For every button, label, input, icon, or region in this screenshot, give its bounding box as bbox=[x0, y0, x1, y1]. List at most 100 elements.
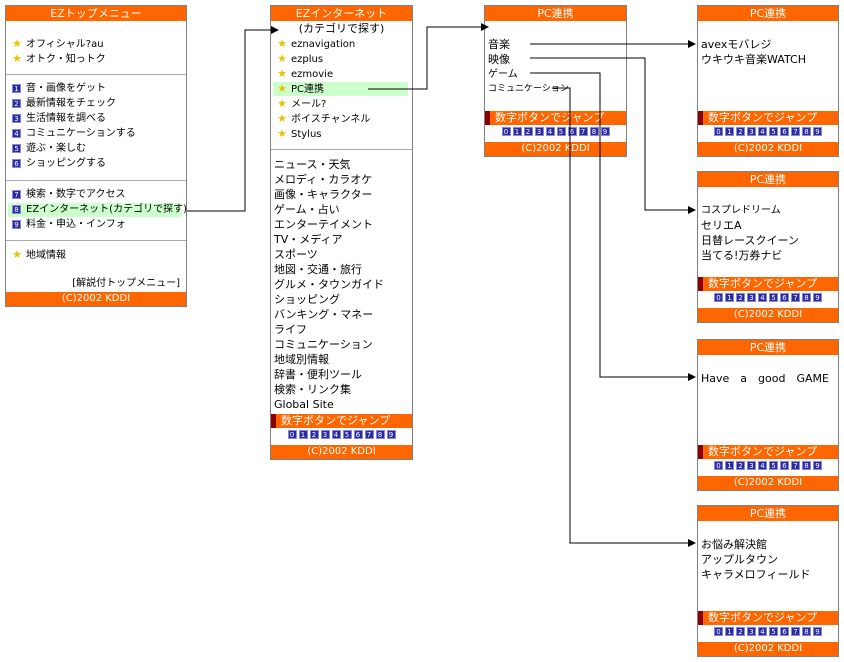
keypad-key-2[interactable]: 2 bbox=[736, 627, 745, 636]
keypad-key-5[interactable]: 5 bbox=[769, 461, 778, 470]
category-item[interactable]: エンターテイメント bbox=[274, 218, 373, 231]
menu-item-otoku[interactable]: ★オトク・知っトク bbox=[12, 52, 106, 65]
keypad-key-0[interactable]: 0 bbox=[287, 430, 297, 439]
category-item[interactable]: スポーツ bbox=[274, 248, 318, 261]
keypad-key-5[interactable]: 5 bbox=[769, 127, 778, 136]
keypad-key-6[interactable]: 6 bbox=[780, 461, 789, 470]
link-caramelo-field[interactable]: キャラメロフィールド bbox=[701, 568, 811, 581]
keypad-key-4[interactable]: 4 bbox=[758, 627, 767, 636]
keypad-key-5[interactable]: 5 bbox=[769, 627, 778, 636]
keypad-key-9[interactable]: 9 bbox=[386, 430, 396, 439]
keypad-key-2[interactable]: 2 bbox=[736, 461, 745, 470]
menu-item-music[interactable]: 音楽 bbox=[488, 38, 510, 51]
menu-item-ezplus[interactable]: ★ezplus bbox=[277, 52, 324, 65]
keypad-key-3[interactable]: 3 bbox=[747, 293, 756, 302]
keypad-key-5[interactable]: 5 bbox=[769, 293, 778, 302]
menu-item-region[interactable]: ★地域情報 bbox=[12, 248, 66, 261]
keypad-key-2[interactable]: 2 bbox=[523, 127, 533, 136]
keypad-key-1[interactable]: 1 bbox=[512, 127, 522, 136]
menu-item-mail[interactable]: ★メール? bbox=[277, 97, 327, 110]
menu-item-eznavigation[interactable]: ★eznavigation bbox=[277, 37, 356, 50]
menu-item-stylus[interactable]: ★Stylus bbox=[277, 127, 322, 140]
category-item[interactable]: 検索・リンク集 bbox=[274, 383, 351, 396]
menu-item-voice-channel[interactable]: ★ボイスチャンネル bbox=[277, 112, 371, 125]
link-ukiuki-music-watch[interactable]: ウキウキ音楽WATCH bbox=[701, 53, 806, 66]
keypad-key-7[interactable]: 7 bbox=[578, 127, 588, 136]
menu-item-video[interactable]: 映像 bbox=[488, 53, 510, 66]
category-item[interactable]: グルメ・タウンガイド bbox=[274, 278, 384, 291]
keypad-key-7[interactable]: 7 bbox=[364, 430, 374, 439]
keypad-key-8[interactable]: 8 bbox=[589, 127, 599, 136]
category-item[interactable]: コミュニケーション bbox=[274, 338, 373, 351]
keypad-key-8[interactable]: 8 bbox=[802, 461, 811, 470]
keypad-key-0[interactable]: 0 bbox=[501, 127, 511, 136]
keypad-key-4[interactable]: 4 bbox=[758, 461, 767, 470]
link-onayami[interactable]: お悩み解決館 bbox=[701, 538, 767, 551]
category-item[interactable]: 辞書・便利ツール bbox=[274, 368, 362, 381]
category-item[interactable]: 画像・キャラクター bbox=[274, 188, 373, 201]
keypad-key-6[interactable]: 6 bbox=[353, 430, 363, 439]
menu-item-pc-renkei[interactable]: ★PC連携 bbox=[273, 82, 408, 96]
keypad-key-7[interactable]: 7 bbox=[791, 127, 800, 136]
menu-item-game[interactable]: ゲーム bbox=[488, 69, 518, 80]
keypad-key-0[interactable]: 0 bbox=[714, 127, 723, 136]
keypad-key-3[interactable]: 3 bbox=[747, 627, 756, 636]
category-item[interactable]: 地域別情報 bbox=[274, 353, 329, 366]
keypad-key-1[interactable]: 1 bbox=[725, 127, 734, 136]
category-item[interactable]: TV・メディア bbox=[274, 233, 343, 246]
keypad-key-3[interactable]: 3 bbox=[320, 430, 330, 439]
menu-item-ezmovie[interactable]: ★ezmovie bbox=[277, 67, 334, 80]
category-item[interactable]: メロディ・カラオケ bbox=[274, 173, 373, 186]
keypad-key-7[interactable]: 7 bbox=[791, 293, 800, 302]
keypad-key-7[interactable]: 7 bbox=[791, 461, 800, 470]
keypad-key-1[interactable]: 1 bbox=[725, 293, 734, 302]
category-item[interactable]: バンキング・マネー bbox=[274, 308, 374, 321]
category-item[interactable]: ライフ bbox=[274, 323, 307, 336]
link-avex-mobareji[interactable]: avexモバレジ bbox=[701, 38, 772, 51]
keypad-key-0[interactable]: 0 bbox=[714, 293, 723, 302]
category-item[interactable]: ショッピング bbox=[274, 293, 340, 306]
keypad-key-8[interactable]: 8 bbox=[802, 127, 811, 136]
keypad-key-9[interactable]: 9 bbox=[600, 127, 610, 136]
keypad-key-5[interactable]: 5 bbox=[342, 430, 352, 439]
link-serie-a[interactable]: セリエA bbox=[701, 219, 742, 232]
keypad-key-1[interactable]: 1 bbox=[298, 430, 308, 439]
link-have-a-good-game[interactable]: Have a good GAME bbox=[701, 372, 829, 385]
keypad-key-9[interactable]: 9 bbox=[813, 293, 822, 302]
keypad-key-4[interactable]: 4 bbox=[758, 127, 767, 136]
keypad-key-5[interactable]: 5 bbox=[556, 127, 566, 136]
link-race-queen[interactable]: 日替レースクイーン bbox=[701, 234, 799, 247]
keypad-key-0[interactable]: 0 bbox=[714, 627, 723, 636]
keypad-key-4[interactable]: 4 bbox=[331, 430, 341, 439]
category-item[interactable]: ニュース・天気 bbox=[274, 158, 351, 171]
keypad-key-2[interactable]: 2 bbox=[736, 127, 745, 136]
keypad-key-6[interactable]: 6 bbox=[780, 293, 789, 302]
link-apple-town[interactable]: アップルタウン bbox=[701, 553, 778, 566]
keypad-key-8[interactable]: 8 bbox=[375, 430, 385, 439]
link-cosplay-dream[interactable]: コスプレドリーム bbox=[701, 205, 781, 216]
category-item[interactable]: Global Site bbox=[274, 398, 334, 411]
keypad-key-0[interactable]: 0 bbox=[714, 461, 723, 470]
keypad-key-2[interactable]: 2 bbox=[309, 430, 319, 439]
keypad-key-8[interactable]: 8 bbox=[802, 293, 811, 302]
menu-item-official[interactable]: ★オフィシャル?au bbox=[12, 37, 104, 50]
menu-item-communication[interactable]: コミュニケーション bbox=[488, 84, 569, 94]
keypad-key-7[interactable]: 7 bbox=[791, 627, 800, 636]
keypad-key-1[interactable]: 1 bbox=[725, 461, 734, 470]
keypad-key-9[interactable]: 9 bbox=[813, 461, 822, 470]
keypad-key-3[interactable]: 3 bbox=[747, 127, 756, 136]
keypad-key-6[interactable]: 6 bbox=[567, 127, 577, 136]
keypad-key-2[interactable]: 2 bbox=[736, 293, 745, 302]
keypad-key-6[interactable]: 6 bbox=[780, 127, 789, 136]
keypad-key-4[interactable]: 4 bbox=[758, 293, 767, 302]
category-item[interactable]: 地図・交通・旅行 bbox=[274, 263, 362, 276]
